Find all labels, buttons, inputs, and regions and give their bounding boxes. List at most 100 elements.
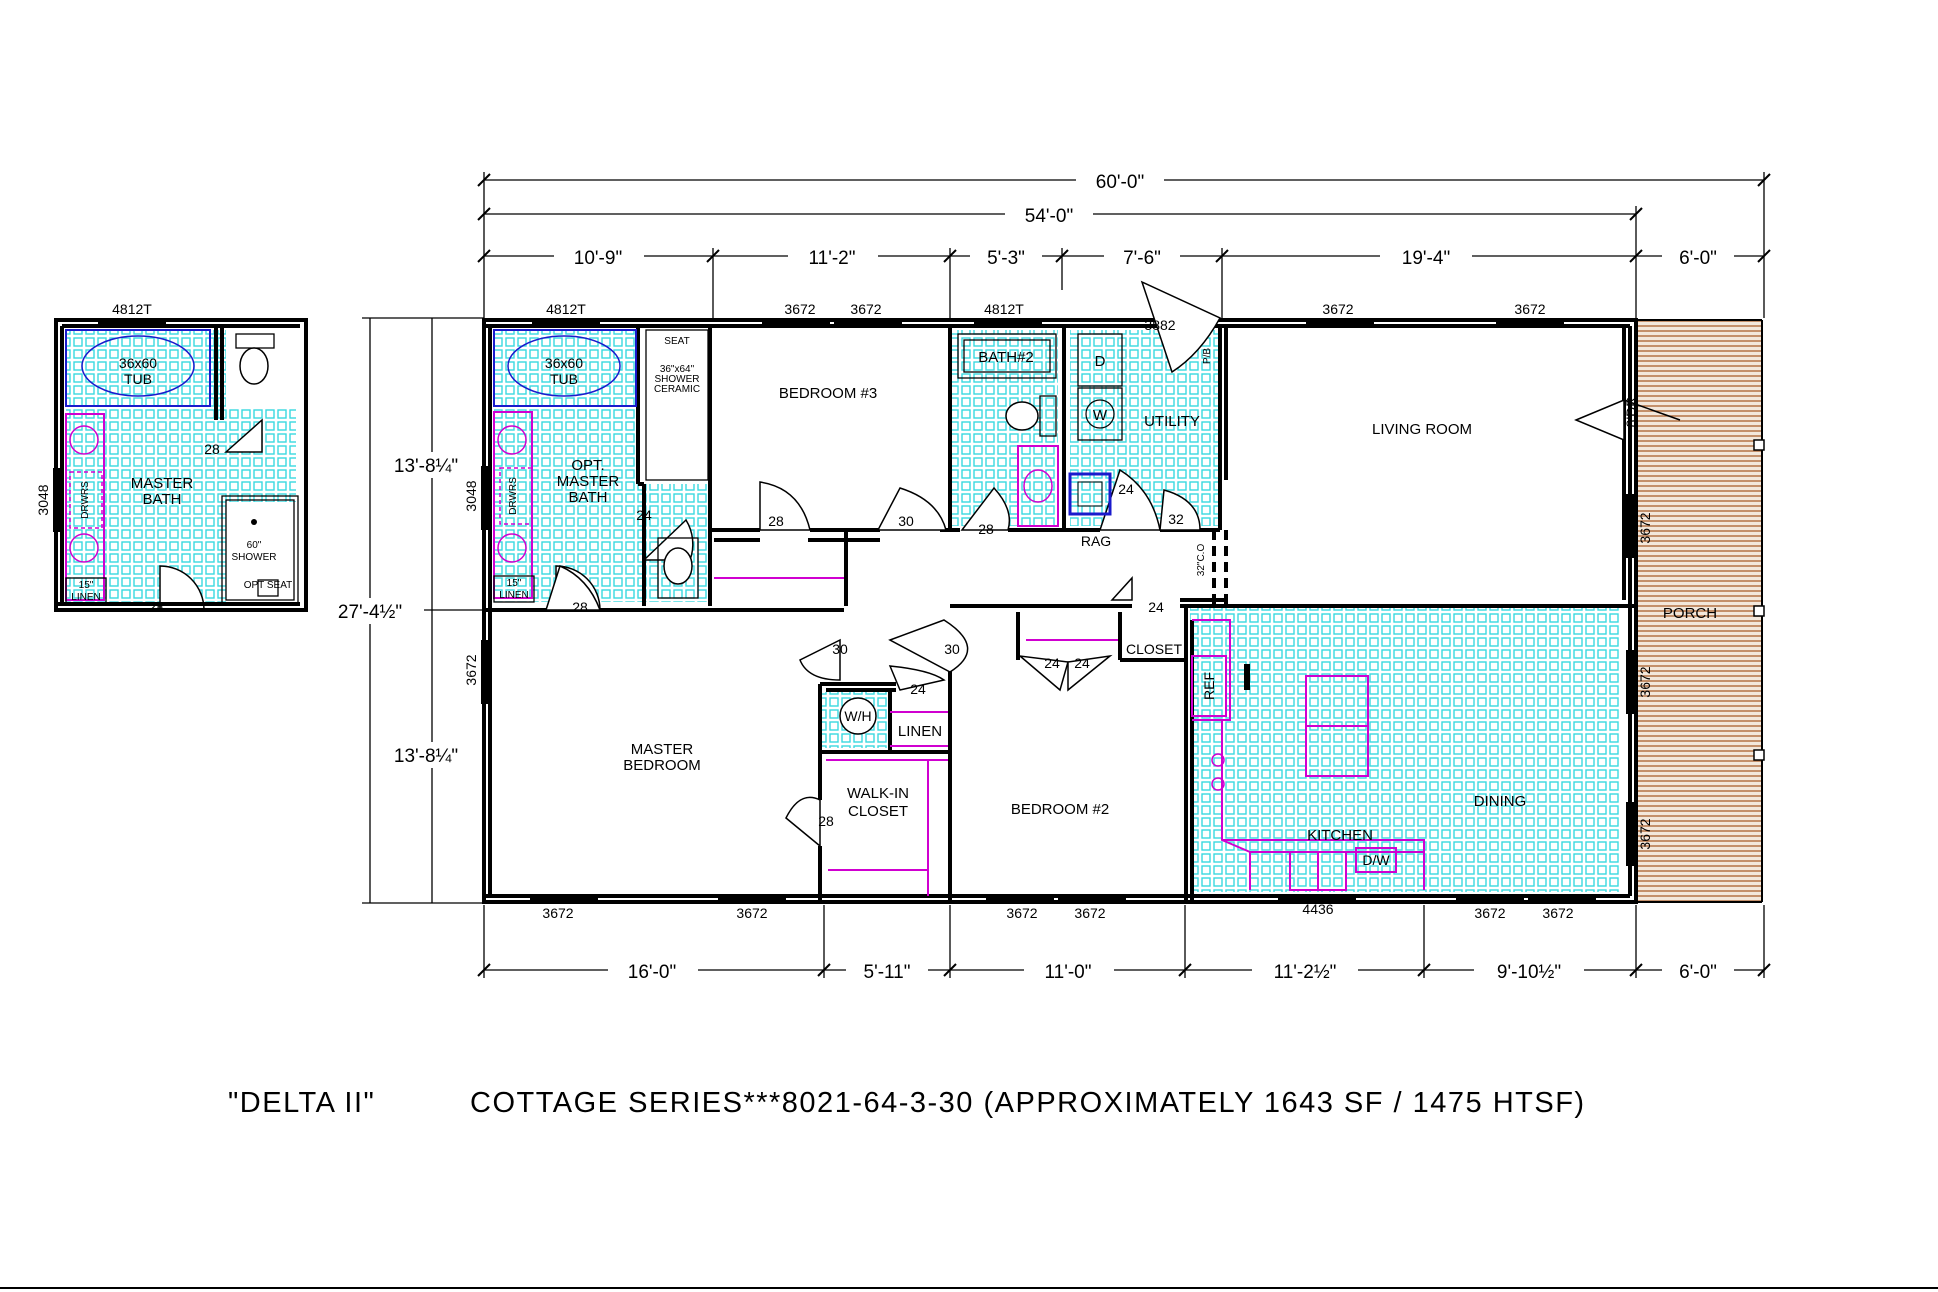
- dim-bottom-1: 16'-0": [628, 962, 676, 983]
- opt-linen-label: LINEN: [499, 590, 528, 601]
- door-8-dr: 8'DR: [1623, 397, 1639, 428]
- room-living-room: LIVING ROOM: [1372, 421, 1472, 438]
- room-bedroom-3: BEDROOM #3: [779, 385, 877, 402]
- room-bedroom-2: BEDROOM #2: [1011, 801, 1109, 818]
- room-linen: LINEN: [898, 723, 942, 740]
- refrigerator-label: REF: [1201, 672, 1217, 700]
- win-label-bottom-7: 3672: [1542, 905, 1573, 921]
- room-walkin-line1: WALK-IN: [847, 785, 909, 802]
- door-24-linen: 24: [910, 681, 926, 697]
- opt-master-bath-line2: MASTER: [557, 473, 620, 490]
- dim-bottom-4: 11'-2½": [1274, 962, 1337, 983]
- opt-drawers: DRWRS: [508, 477, 519, 515]
- room-kitchen: KITCHEN: [1307, 827, 1373, 844]
- dim-bottom-6: 6'-0": [1679, 962, 1717, 983]
- door-24-bed2-closet: 24: [1148, 599, 1164, 615]
- opt-master-bath-line1: OPT.: [571, 457, 604, 474]
- win-label-bottom-5: 4436: [1302, 901, 1333, 917]
- dim-left-total: 27'-4½": [338, 602, 402, 623]
- shower-ceramic-material: CERAMIC: [654, 384, 700, 395]
- dim-overall: 60'-0": [1096, 172, 1144, 193]
- cased-opening-label: 32"C.O: [1196, 544, 1207, 577]
- dim-left-lower: 13'-8¼": [394, 746, 458, 767]
- side-win-label-left: 3048: [35, 484, 51, 515]
- alternate-master-bath: [54, 318, 308, 612]
- window-labels: 4812T 3672 3672 4812T 3882 3672 3672 367…: [463, 301, 1653, 921]
- washer-label: W: [1093, 407, 1108, 424]
- bath2-utility-fixtures: [957, 333, 1123, 527]
- win-label-bottom-6: 3672: [1474, 905, 1505, 921]
- dim-top-2: 11'-2": [809, 248, 856, 269]
- opt-tub-label: TUB: [550, 371, 578, 387]
- water-heater-label: W/H: [844, 708, 871, 724]
- door-28-walkin: 28: [818, 813, 834, 829]
- win-label-left-1: 3048: [463, 480, 479, 511]
- dim-bottom-5: 9'-10½": [1497, 962, 1561, 983]
- side-linen-label: LINEN: [71, 592, 100, 603]
- dryer-label: D: [1095, 353, 1106, 370]
- side-shower-label: SHOWER: [232, 552, 277, 563]
- dim-bottom-2: 5'-11": [864, 962, 911, 983]
- dim-bottom-row: 16'-0" 5'-11" 11'-0" 11'-2½" 9'-10½" 6'-…: [608, 958, 1734, 983]
- bath2-label: BATH#2: [978, 349, 1034, 366]
- plan-title: "DELTA II": [228, 1087, 375, 1119]
- win-label-right-1: 3672: [1637, 512, 1653, 543]
- room-dining: DINING: [1474, 793, 1527, 810]
- side-opt-seat: OPT SEAT: [244, 580, 293, 591]
- opt-tub-size: 36x60: [545, 355, 583, 371]
- win-label-door-3882: 3882: [1144, 317, 1175, 333]
- win-label-bottom-1: 3672: [542, 905, 573, 921]
- dim-top-4: 7'-6": [1123, 248, 1161, 269]
- win-label-top-4: 4812T: [984, 301, 1024, 317]
- side-tub-label: TUB: [124, 371, 152, 387]
- side-drawers: DRWRS: [80, 481, 91, 519]
- door-28-bed3: 28: [768, 513, 784, 529]
- dim-bottom-3: 11'-0": [1045, 962, 1092, 983]
- win-label-bottom-3: 3672: [1006, 905, 1037, 921]
- room-utility: UTILITY: [1144, 413, 1200, 430]
- side-master-bath-line1: MASTER: [131, 475, 194, 492]
- shower-ceramic-label: SHOWER: [655, 374, 700, 385]
- pb-label: P/B: [1202, 348, 1213, 364]
- shower-ceramic-size: 36"x64": [660, 364, 695, 375]
- door-30-bed3: 30: [898, 513, 914, 529]
- win-label-bottom-4: 3672: [1074, 905, 1105, 921]
- dim-main: 54'-0": [1025, 206, 1073, 227]
- dim-top-1: 10'-9": [574, 248, 622, 269]
- side-linen-size: 15": [79, 580, 94, 591]
- tile-floors: [66, 330, 1620, 892]
- dim-top-row: 10'-9" 11'-2" 5'-3" 7'-6" 19'-4" 6'-0": [554, 244, 1734, 269]
- dishwasher-label: D/W: [1362, 852, 1390, 868]
- door-28-side-toilet: 28: [204, 441, 220, 457]
- door-28-side-bath: 28: [148, 599, 164, 615]
- opt-master-bath-line3: BATH: [569, 489, 608, 506]
- room-closet: CLOSET: [1126, 641, 1182, 657]
- win-label-right-3: 3672: [1637, 818, 1653, 849]
- win-label-right-2: 3672: [1637, 666, 1653, 697]
- opt-linen-size: 15": [507, 578, 522, 589]
- win-label-top-5: 3672: [1322, 301, 1353, 317]
- win-label-bottom-2: 3672: [736, 905, 767, 921]
- dim-top-3: 5'-3": [987, 248, 1025, 269]
- room-master-bedroom-line2: BEDROOM: [623, 757, 701, 774]
- door-swings: [159, 280, 1681, 848]
- win-label-top-3: 3672: [850, 301, 881, 317]
- side-shower-size: 60": [247, 540, 262, 551]
- rag-label: RAG: [1081, 533, 1111, 549]
- door-24-closet-a: 24: [1044, 655, 1060, 671]
- dim-left-upper: 13'-8¼": [394, 456, 458, 477]
- win-label-top-6: 3672: [1514, 301, 1545, 317]
- room-porch: PORCH: [1663, 605, 1717, 622]
- side-tub-size: 36x60: [119, 355, 157, 371]
- door-30-bed2-hall: 30: [944, 641, 960, 657]
- plan-subtitle: COTTAGE SERIES***8021-64-3-30 (APPROXIMA…: [470, 1087, 1586, 1119]
- shower-seat: SEAT: [664, 336, 689, 347]
- win-label-top-1: 4812T: [546, 301, 586, 317]
- side-win-label-top: 4812T: [112, 301, 152, 317]
- door-30-master-hall: 30: [832, 641, 848, 657]
- door-24-opt-bath: 24: [636, 507, 652, 523]
- opt-master-bath-fixtures: [493, 329, 709, 603]
- door-24-utility: 24: [1118, 481, 1134, 497]
